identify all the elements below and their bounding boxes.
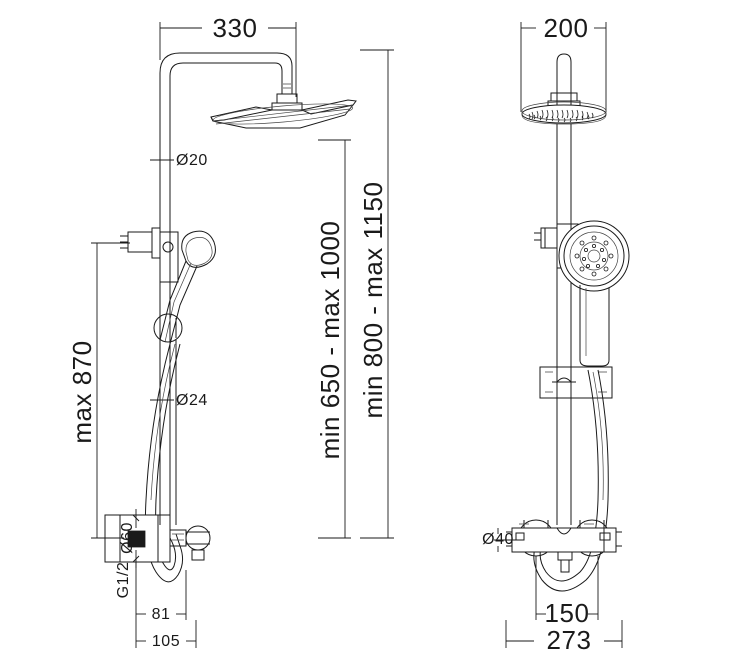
overhead-shower-head-side [210,99,357,129]
dimension-head-200: 200 [520,13,607,112]
overhead-arm-front [547,53,581,113]
dim-label-273: 273 [547,625,592,655]
overhead-shower-head-front [521,101,607,125]
dim-label-81: 81 [152,606,171,623]
dimension-min650-max1000: min 650 - max 1000 [315,139,351,539]
dim-label-d60: Ø60 [119,522,136,554]
dimension-150: 150 [535,556,599,628]
hand-shower-front [558,220,630,367]
nozzle-texture [528,109,594,123]
upper-wall-bracket-side [120,227,179,283]
dimension-riser-diameter: Ø20 [150,152,208,169]
riser-pipe-front [556,124,572,525]
thermostatic-valve-side [104,514,211,563]
dim-label-min650max1000: min 650 - max 1000 [315,221,345,460]
dimension-min800-max1150: min 800 - max 1150 [358,49,394,539]
slide-bar-lower-side [159,340,177,525]
thermostatic-valve-front [506,519,622,573]
handset-spray-pattern [574,235,614,277]
dim-label-105: 105 [152,633,180,650]
dim-label-d40: Ø40 [482,531,514,548]
dimension-slidebar-diameter: Ø24 [150,392,208,409]
dim-label-max870: max 870 [67,340,97,443]
dim-label-d20: Ø20 [176,152,208,169]
shower-hose-front [533,369,609,592]
slide-bar-holder-side [153,313,183,343]
shower-riser-and-arm [159,52,303,520]
dim-label-min800max1150: min 800 - max 1150 [358,182,388,419]
dimension-273: 273 [505,620,623,655]
dimension-arm-reach-330: 330 [159,13,297,97]
dimension-max-870: max 870 [67,242,130,539]
dimension-105: 105 [135,620,197,650]
dim-label-330: 330 [213,13,258,43]
dim-label-150: 150 [545,598,590,628]
dimension-81: 81 [135,570,187,623]
dim-label-d24: Ø24 [176,392,208,409]
dimension-inlet-d40: Ø40 [482,528,520,552]
dim-label-200: 200 [544,13,589,43]
dimension-inlet-thread: G1/2 [115,562,137,600]
dim-label-g12: G1/2 [115,562,132,599]
hand-shower-side [159,230,216,345]
slide-bar-holder-front [539,366,613,399]
